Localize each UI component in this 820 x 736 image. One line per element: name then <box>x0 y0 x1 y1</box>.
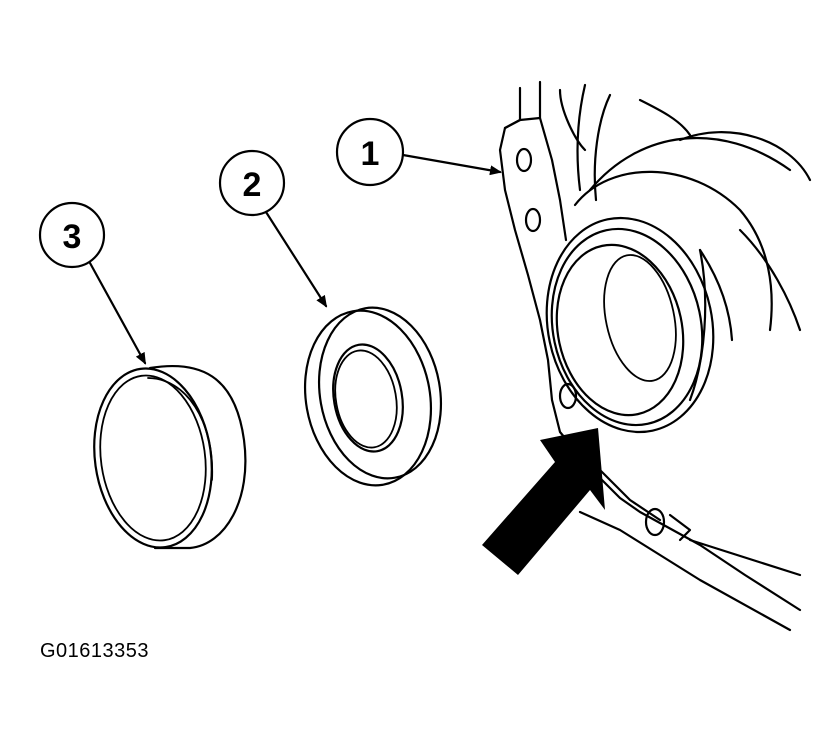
sleeve-part-3 <box>93 364 247 550</box>
callout-1: 1 <box>335 117 502 187</box>
install-direction-arrow-icon <box>482 428 605 575</box>
callout-3-label: 3 <box>63 218 82 256</box>
callout-2-leader <box>264 210 328 308</box>
figure-id: G01613353 <box>40 640 150 662</box>
engine-cover <box>498 80 812 632</box>
bolt-hole-icon <box>524 207 542 233</box>
callout-3: 3 <box>38 201 147 365</box>
callout-2-label: 2 <box>243 166 262 204</box>
callout-2: 2 <box>218 149 328 308</box>
callout-1-leader <box>401 153 502 176</box>
seal-part-2 <box>303 306 443 487</box>
callout-1-label: 1 <box>361 135 380 173</box>
bolt-hole-icon <box>644 507 666 537</box>
callout-3-leader <box>88 261 147 365</box>
bolt-hole-icon <box>558 382 578 410</box>
bolt-hole-icon <box>515 147 533 173</box>
installed-seal <box>545 216 715 434</box>
